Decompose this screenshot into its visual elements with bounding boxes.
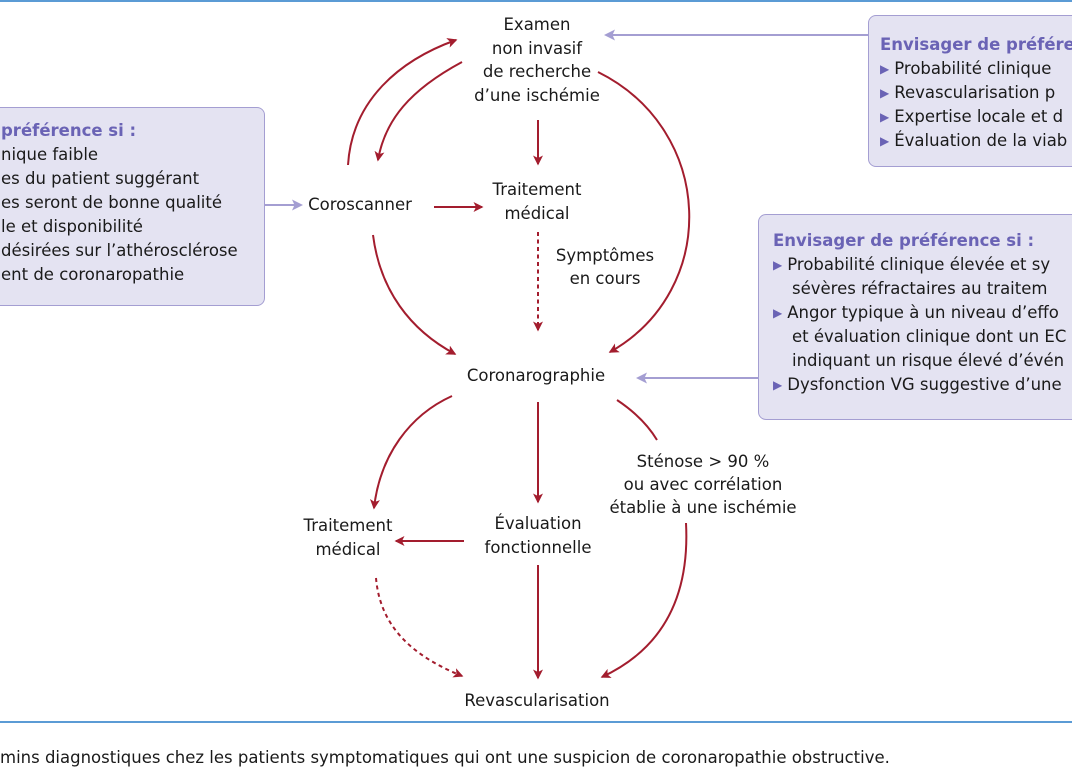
right-box-title: Envisager de préférence si : [773, 231, 1035, 250]
top-rule [0, 0, 1072, 2]
left-criteria-box: préférence si : nique faible es du patie… [0, 107, 265, 306]
left-box-line: le et disponibilité [1, 217, 143, 236]
top-right-box-item: ▶Évaluation de la viab [880, 131, 1068, 150]
arrow-stenose-to-revascularisation [600, 522, 688, 678]
label-stenose: Sténose > 90 % ou avec corrélation établ… [609, 452, 797, 517]
right-box-item: ▶Probabilité clinique élevée et sy [773, 255, 1051, 274]
arrow-examen-to-coronarographie [597, 71, 691, 353]
figure-caption: mins diagnostiques chez les patients sym… [0, 748, 890, 767]
left-box-line: es du patient suggérant [1, 169, 200, 188]
triangle-bullet-icon: ▶ [773, 258, 783, 272]
triangle-bullet-icon: ▶ [773, 306, 783, 320]
arrow-traitement-bottom-to-revascularisation-dashed [375, 577, 464, 678]
node-evaluation-fonctionnelle: Évaluation fonctionnelle [484, 514, 592, 557]
node-examen-non-invasif: Examen non invasif de recherche d’une is… [474, 15, 600, 105]
left-box-line: nique faible [1, 145, 99, 164]
node-coronarographie: Coronarographie [466, 366, 606, 385]
node-coroscanner: Coroscanner [308, 195, 412, 214]
node-traitement-medical-top: Traitement médical [492, 180, 582, 223]
arrow-coronarographie-to-traitement-bottom [369, 395, 453, 510]
left-box-title: préférence si : [1, 121, 137, 140]
right-box-item: ▶Angor typique à un niveau d’effo [773, 303, 1059, 322]
right-box-item-continuation: sévères réfractaires au traitem [792, 279, 1048, 298]
left-box-line: désirées sur l’athérosclérose [1, 241, 238, 260]
top-right-criteria-box: Envisager de préféren ▶Probabilité clini… [868, 15, 1072, 167]
node-revascularisation: Revascularisation [464, 691, 610, 710]
right-box-item-continuation: indiquant un risque élevé d’évén [792, 351, 1065, 370]
top-right-box-item: ▶Revascularisation p [880, 83, 1056, 102]
right-box-item: ▶Dysfonction VG suggestive d’une [773, 375, 1062, 394]
arrow-coroscanner-to-coronarographie [372, 234, 457, 355]
arrow-coroscanner-to-examen [347, 38, 458, 166]
left-box-line: es seront de bonne qualité [1, 193, 223, 212]
right-criteria-box: Envisager de préférence si : ▶Probabilit… [758, 214, 1072, 420]
triangle-bullet-icon: ▶ [880, 134, 890, 148]
triangle-bullet-icon: ▶ [880, 110, 890, 124]
top-right-box-item: ▶Expertise locale et d [880, 107, 1064, 126]
label-symptomes-en-cours: Symptômes en cours [555, 246, 655, 288]
triangle-bullet-icon: ▶ [880, 62, 890, 76]
triangle-bullet-icon: ▶ [880, 86, 890, 100]
arrow-examen-to-coroscanner [374, 61, 463, 162]
triangle-bullet-icon: ▶ [773, 378, 783, 392]
node-traitement-medical-bottom: Traitement médical [303, 516, 393, 559]
bottom-rule [0, 721, 1072, 723]
top-right-box-item: ▶Probabilité clinique [880, 59, 1052, 78]
left-box-line: ent de coronaropathie [1, 265, 185, 284]
arrow-coronarographie-to-stenose [616, 399, 658, 441]
right-box-item-continuation: et évaluation clinique dont un EC [792, 327, 1067, 346]
top-right-box-title: Envisager de préféren [880, 35, 1072, 54]
